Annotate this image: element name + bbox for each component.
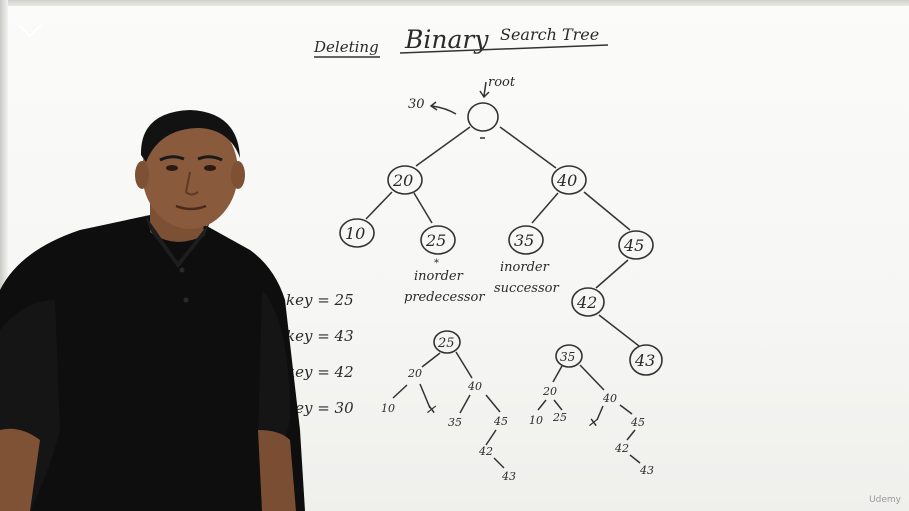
key-item-3: key = 42 [286, 363, 354, 381]
title-search-tree: Search Tree [500, 25, 599, 44]
svg-text:42: 42 [478, 445, 493, 458]
svg-text:43: 43 [639, 464, 654, 477]
key-item-1: key = 25 [286, 291, 354, 309]
root-annotation-arrow [429, 101, 457, 115]
svg-text:35: 35 [448, 416, 462, 429]
tree-node-25 [420, 225, 456, 255]
svg-text:20: 20 [392, 171, 413, 190]
svg-text:20: 20 [407, 367, 422, 380]
tree-node-10 [339, 218, 375, 248]
svg-text:40: 40 [556, 171, 577, 190]
svg-text:✕: ✕ [425, 403, 437, 418]
tree-node-20 [387, 165, 423, 195]
svg-text:40: 40 [602, 392, 617, 405]
svg-text:45: 45 [630, 416, 645, 429]
tree-node-45 [618, 230, 654, 260]
small-tree-left-root [433, 330, 461, 354]
svg-text:42: 42 [614, 442, 629, 455]
whiteboard-left-edge [0, 0, 8, 511]
tree-node-35 [508, 225, 544, 255]
svg-text:10: 10 [345, 224, 365, 243]
svg-text:42: 42 [576, 293, 597, 312]
svg-text:10: 10 [529, 414, 543, 427]
title-binary: Binary [404, 25, 489, 54]
svg-text:25: 25 [437, 336, 455, 351]
svg-text:43: 43 [634, 351, 655, 370]
svg-text:✕: ✕ [587, 416, 599, 431]
tree-node-43 [629, 344, 663, 376]
svg-text:45: 45 [623, 236, 644, 255]
watermark: Udemy [869, 495, 901, 505]
svg-text:25: 25 [425, 231, 446, 250]
presenter [0, 110, 305, 511]
whiteboard-top-edge [0, 0, 909, 6]
svg-text:25: 25 [552, 411, 567, 424]
tree-node-40 [551, 165, 587, 195]
collapse-player-button[interactable] [14, 20, 46, 42]
title-underline-2 [399, 44, 609, 54]
svg-text:10: 10 [381, 402, 395, 415]
inorder-predecessor-label-1: inorder [414, 269, 464, 284]
svg-text:43: 43 [501, 470, 516, 483]
inorder-successor-label-1: inorder [500, 260, 550, 275]
svg-text:35: 35 [560, 350, 575, 364]
svg-text:20: 20 [542, 385, 557, 398]
svg-text:40: 40 [467, 380, 482, 393]
svg-text:*: * [434, 258, 439, 269]
key-item-2: key = 43 [286, 327, 354, 345]
root-label: root [488, 75, 516, 90]
key-item-4: key = 30 [286, 399, 354, 417]
title-deleting: Deleting [313, 38, 379, 56]
inorder-successor-label-2: successor [494, 281, 559, 296]
small-tree-right-root [555, 344, 583, 368]
root-annotation-30: 30 [408, 97, 425, 112]
svg-text:35: 35 [514, 231, 534, 250]
inorder-predecessor-label-2: predecessor [404, 290, 485, 305]
tree-node-42 [571, 287, 605, 317]
root-arrow [479, 81, 490, 99]
chevron-down-icon [18, 24, 42, 38]
svg-text:45: 45 [493, 415, 508, 428]
tree-node-root [467, 102, 499, 132]
